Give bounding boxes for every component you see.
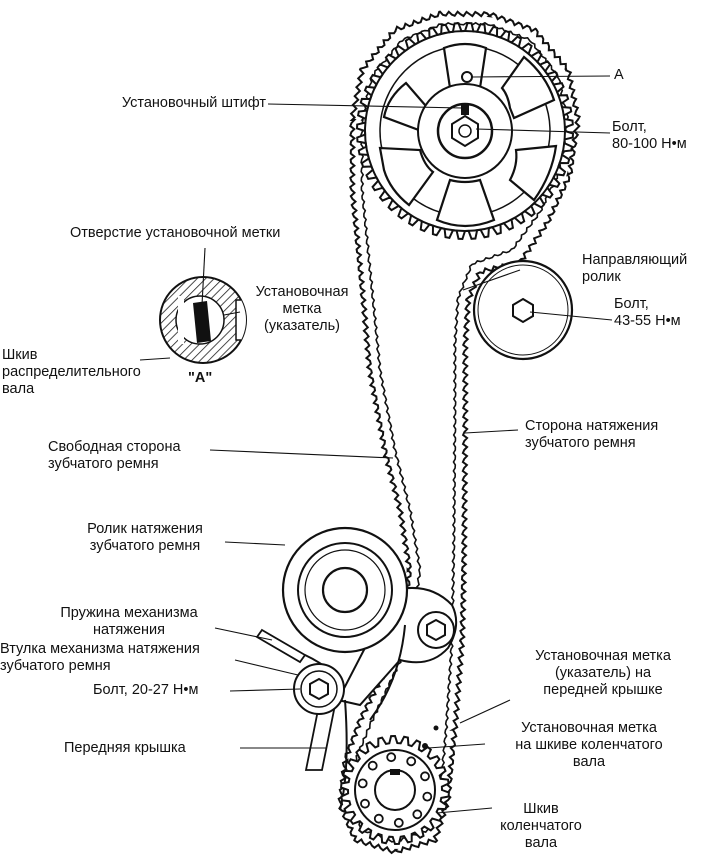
tensioner-assembly — [255, 526, 458, 811]
label-belt-tension-side: Сторона натяжения зубчатого ремня — [525, 418, 659, 451]
label-timing-mark-pointer: Установочная метка (указатель) — [255, 284, 349, 334]
label-detail-a: "A" — [188, 370, 213, 386]
label-tensioner-spring: Пружина механизма натяжения — [60, 605, 198, 638]
label-front-cover-mark: Установочная метка (указатель) на передн… — [535, 648, 671, 698]
crankshaft-pulley — [340, 725, 450, 846]
label-front-cover: Передняя крышка — [64, 740, 186, 756]
label-a-top: A — [614, 67, 624, 83]
label-idler-roller: Направляющий ролик — [582, 252, 688, 285]
crank-pulley-hole — [393, 817, 404, 828]
leader-lines — [139, 75, 613, 814]
label-crank-pulley-mark: Установочная метка на шкиве коленчатого … — [515, 720, 663, 770]
label-camshaft-bolt: Болт, 80-100 Н•м — [612, 119, 687, 152]
detail-a-inset — [159, 276, 247, 364]
crank-pulley-hole — [357, 778, 368, 789]
label-timing-mark-hole: Отверстие установочной метки — [70, 225, 281, 241]
crank-pulley-hole — [373, 813, 384, 824]
label-camshaft-pulley: Шкив распределительного вала — [2, 347, 141, 397]
label-bolt-small: Болт, 20-27 Н•м — [93, 682, 199, 698]
crank-pulley-hole — [422, 791, 433, 802]
crank-pulley-hole — [420, 771, 430, 782]
crank-pulley-hole — [386, 752, 397, 763]
crank-pulley-hole — [406, 756, 417, 767]
label-tensioner-sleeve: Втулка механизма натяжения зубчатого рем… — [0, 641, 200, 674]
crank-pulley-hole — [360, 798, 370, 809]
label-idler-bolt: Болт, 43-55 Н•м — [614, 296, 681, 329]
crank-pulley-hole — [367, 760, 378, 771]
camshaft-pulley — [355, 21, 575, 241]
label-locating-pin: Установочный штифт — [121, 95, 266, 111]
label-tensioner-roller: Ролик натяжения зубчатого ремня — [87, 521, 203, 554]
label-crankshaft-pulley: Шкив коленчатого вала — [500, 801, 582, 851]
idler-roller — [472, 259, 574, 361]
label-belt-slack-side: Свободная сторона зубчатого ремня — [48, 439, 181, 472]
crank-pulley-hole — [412, 809, 423, 820]
